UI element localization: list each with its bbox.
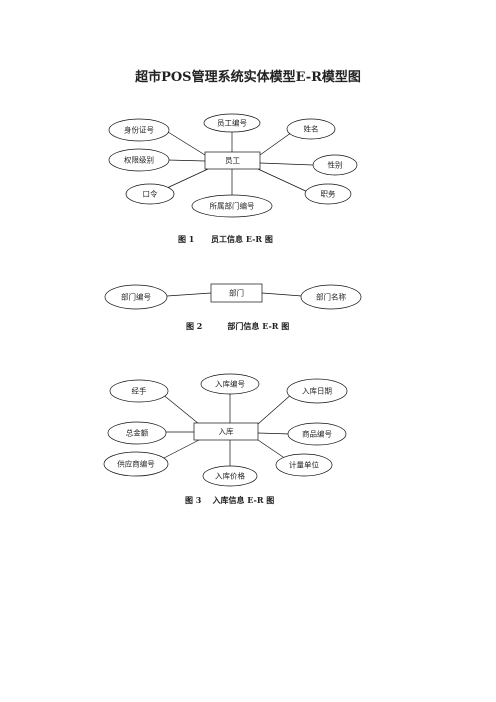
svg-text:部门名称: 部门名称 [316, 292, 346, 302]
figure-3-caption: 图 3 入库信息 E-R 图 [185, 495, 275, 505]
svg-text:所属部门编号: 所属部门编号 [210, 201, 255, 211]
svg-text:部门编号: 部门编号 [121, 292, 151, 302]
attribute-department-id: 所属部门编号 [191, 194, 273, 218]
attribute-gender: 性别 [312, 154, 358, 176]
attribute-stock-in-date: 入库日期 [286, 378, 348, 404]
page-title: 超市POS管理系统实体模型E-R模型图 [135, 70, 361, 85]
entity-department: 部门 [210, 283, 263, 303]
attribute-unit-of-measure: 计量单位 [275, 453, 333, 477]
svg-text:计量单位: 计量单位 [289, 460, 319, 470]
figure-3-stock-in-er: 入库编号 经手 入库日期 总金额 商品编号 供应商编号 计量单位 入库价格 [103, 373, 348, 487]
attribute-permission-level: 权限级别 [108, 148, 170, 172]
svg-text:口令: 口令 [143, 189, 158, 199]
attribute-total-amount: 总金额 [107, 421, 167, 445]
svg-text:经手: 经手 [132, 386, 147, 396]
attribute-employee-id: 员工编号 [203, 113, 261, 133]
svg-text:权限级别: 权限级别 [124, 155, 154, 165]
attribute-id-card-number: 身份证号 [108, 118, 170, 142]
svg-text:姓名: 姓名 [304, 124, 319, 134]
attribute-stock-in-price: 入库价格 [202, 465, 258, 487]
svg-text:入库日期: 入库日期 [302, 386, 332, 396]
attribute-dept-name: 部门名称 [300, 284, 362, 310]
svg-text:职务: 职务 [321, 189, 336, 199]
svg-text:入库编号: 入库编号 [215, 379, 245, 389]
attribute-product-id: 商品编号 [287, 422, 347, 446]
svg-text:供应商编号: 供应商编号 [117, 459, 155, 469]
svg-text:商品编号: 商品编号 [302, 429, 332, 439]
attribute-stock-in-id: 入库编号 [200, 373, 260, 395]
figure-1-caption: 图 1 员工信息 E-R 图 [178, 234, 273, 244]
entity-employee: 员工 [204, 151, 261, 170]
figure-2-caption: 图 2 部门信息 E-R 图 [186, 321, 290, 331]
attribute-password: 口令 [125, 183, 175, 205]
attribute-name: 姓名 [286, 118, 336, 140]
svg-text:性别: 性别 [328, 160, 343, 170]
attribute-supplier-id: 供应商编号 [103, 451, 169, 477]
attribute-handler: 经手 [109, 379, 169, 403]
svg-text:入库价格: 入库价格 [215, 471, 245, 481]
entity-stock-in: 入库 [193, 422, 259, 441]
svg-text:部门: 部门 [229, 288, 244, 298]
svg-text:总金额: 总金额 [126, 428, 149, 438]
attribute-dept-id: 部门编号 [104, 284, 168, 310]
svg-text:身份证号: 身份证号 [124, 125, 154, 135]
attribute-position: 职务 [304, 183, 352, 205]
svg-text:员工编号: 员工编号 [217, 118, 247, 128]
figure-2-department-er: 部门编号 部门名称 部门 [104, 283, 362, 310]
svg-text:员工: 员工 [225, 156, 240, 165]
figure-1-employee-er: 员工编号 身份证号 姓名 权限级别 性别 口令 所属部门编号 职务 [108, 113, 358, 218]
svg-text:入库: 入库 [219, 426, 234, 436]
